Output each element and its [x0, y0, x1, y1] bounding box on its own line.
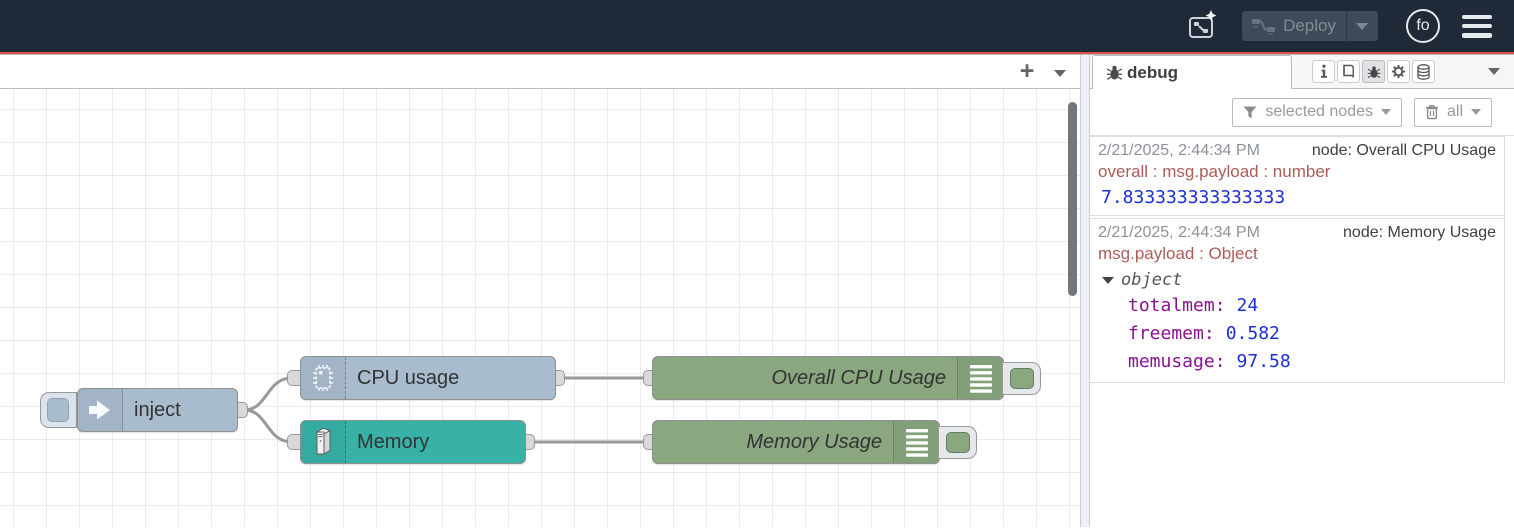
bug-icon [1106, 65, 1123, 80]
debug-payload-value: 7.833333333333333 [1101, 187, 1286, 208]
node-label: Memory Usage [746, 430, 882, 453]
debug-message: 2/21/2025, 2:44:34 PM node: Overall CPU … [1090, 136, 1504, 216]
cpu-chip-icon [301, 357, 346, 399]
debug-output-icon [893, 421, 939, 463]
sidebar-splitter[interactable] [1080, 55, 1090, 527]
node-label: CPU usage [357, 366, 460, 389]
object-entry: totalmem: 24 [1098, 292, 1496, 320]
debug-output-icon [957, 357, 1003, 399]
wire-layer [242, 376, 650, 444]
debug-payload-path[interactable]: overall : msg.payload : number [1098, 162, 1331, 181]
menu-bar [1462, 33, 1492, 38]
node-label: Memory [357, 430, 430, 453]
debug-message-meta: 2/21/2025, 2:44:34 PM node: Overall CPU … [1098, 140, 1496, 161]
object-expander[interactable]: object [1098, 265, 1496, 292]
sidebar-tab-icons [1312, 60, 1435, 83]
object-key: freemem: [1128, 323, 1215, 344]
node-cpu-usage[interactable]: CPU usage [300, 356, 556, 400]
debug-clear-button[interactable]: all [1413, 97, 1492, 127]
node-memory-usage-debug[interactable]: Memory Usage [652, 420, 940, 464]
node-overall-cpu-usage-debug[interactable]: Overall CPU Usage [652, 356, 1004, 400]
debug-enable-toggle[interactable] [1002, 362, 1041, 395]
header-bar: Deploy fo [0, 0, 1514, 52]
debug-toggle-inner [946, 432, 970, 453]
deploy-flow-icon [1252, 19, 1276, 35]
deploy-label: Deploy [1283, 16, 1336, 35]
node-memory[interactable]: Memory [300, 420, 526, 464]
menu-bar [1462, 14, 1492, 19]
deploy-options-chevron-icon[interactable] [1356, 22, 1368, 30]
collapse-caret-icon [1102, 276, 1114, 284]
main-menu-button[interactable] [1462, 14, 1492, 38]
debug-timestamp: 2/21/2025, 2:44:34 PM [1098, 142, 1260, 159]
gear-icon [1391, 64, 1406, 79]
object-key: totalmem: [1128, 295, 1226, 316]
wire-inject-memory[interactable] [242, 408, 294, 444]
tab-help-button[interactable] [1337, 60, 1360, 83]
node-label: Overall CPU Usage [771, 366, 946, 389]
chevron-down-icon [1471, 109, 1481, 115]
debug-timestamp: 2/21/2025, 2:44:34 PM [1098, 224, 1260, 241]
wire-inject-cpu[interactable] [242, 376, 294, 412]
debug-message-list: 2/21/2025, 2:44:34 PM node: Overall CPU … [1090, 136, 1505, 383]
debug-clear-label: all [1446, 103, 1463, 120]
object-entry: freemem: 0.582 [1098, 320, 1496, 348]
object-value: 24 [1236, 295, 1259, 316]
debug-toggle-inner [1010, 368, 1034, 389]
object-entry: memusage: 97.58 [1098, 348, 1496, 376]
inject-trigger-inner [47, 398, 69, 422]
canvas-vertical-scrollbar[interactable] [1068, 102, 1077, 296]
info-icon [1320, 64, 1327, 78]
debug-payload-path[interactable]: msg.payload : Object [1098, 244, 1258, 263]
chevron-down-icon [1380, 109, 1391, 115]
debug-filter-button[interactable]: selected nodes [1232, 97, 1402, 127]
deploy-separator [1346, 11, 1347, 41]
header-underline [0, 52, 1514, 55]
node-inject[interactable]: inject [77, 388, 238, 432]
debug-message: 2/21/2025, 2:44:34 PM node: Memory Usage… [1090, 218, 1504, 383]
inject-arrow-icon [78, 389, 123, 431]
debug-message-meta: 2/21/2025, 2:44:34 PM node: Memory Usage [1098, 222, 1496, 243]
inject-trigger-button[interactable] [40, 392, 77, 428]
tab-debug[interactable]: debug [1092, 55, 1292, 89]
flow-sparkle-icon [1189, 10, 1217, 38]
flow-canvas[interactable]: inject [0, 89, 1080, 527]
tab-context-button[interactable] [1412, 60, 1435, 83]
chevron-down-icon [1054, 69, 1066, 77]
tab-info-button[interactable] [1312, 60, 1335, 83]
object-type-label: object [1121, 270, 1183, 290]
node-label: inject [134, 398, 181, 421]
trash-icon [1425, 105, 1438, 120]
filter-funnel-icon [1243, 106, 1257, 118]
sidebar: debug [1090, 55, 1514, 527]
debug-enable-toggle[interactable] [938, 426, 977, 459]
object-value: 0.582 [1225, 323, 1280, 344]
object-value: 97.58 [1236, 351, 1291, 372]
sidebar-options-chevron-icon[interactable] [1488, 68, 1500, 75]
debug-filter-label: selected nodes [1265, 103, 1373, 120]
debug-source-node[interactable]: node: Overall CPU Usage [1311, 142, 1496, 159]
tab-config-button[interactable] [1387, 60, 1410, 83]
main-area: + [0, 55, 1514, 527]
tab-debug-label: debug [1127, 62, 1178, 82]
book-icon [1343, 64, 1354, 78]
workspace-column: + [0, 55, 1080, 527]
flow-assistant-button[interactable] [1184, 8, 1220, 44]
flow-list-button[interactable] [1048, 61, 1072, 83]
tab-debug-icon-button[interactable] [1362, 60, 1385, 83]
menu-bar [1462, 23, 1492, 29]
sidebar-tab-bar: debug [1090, 55, 1514, 89]
debug-toolbar: selected nodes all [1090, 89, 1514, 136]
flow-tab-bar: + [0, 55, 1080, 89]
debug-source-node[interactable]: node: Memory Usage [1343, 224, 1496, 241]
deploy-button[interactable]: Deploy [1242, 11, 1378, 41]
bug-icon [1367, 65, 1380, 78]
add-flow-button[interactable]: + [1012, 57, 1042, 85]
user-avatar[interactable]: fo [1406, 9, 1440, 43]
database-icon [1417, 63, 1430, 80]
computer-tower-icon [301, 421, 346, 463]
object-key: memusage: [1128, 351, 1226, 372]
